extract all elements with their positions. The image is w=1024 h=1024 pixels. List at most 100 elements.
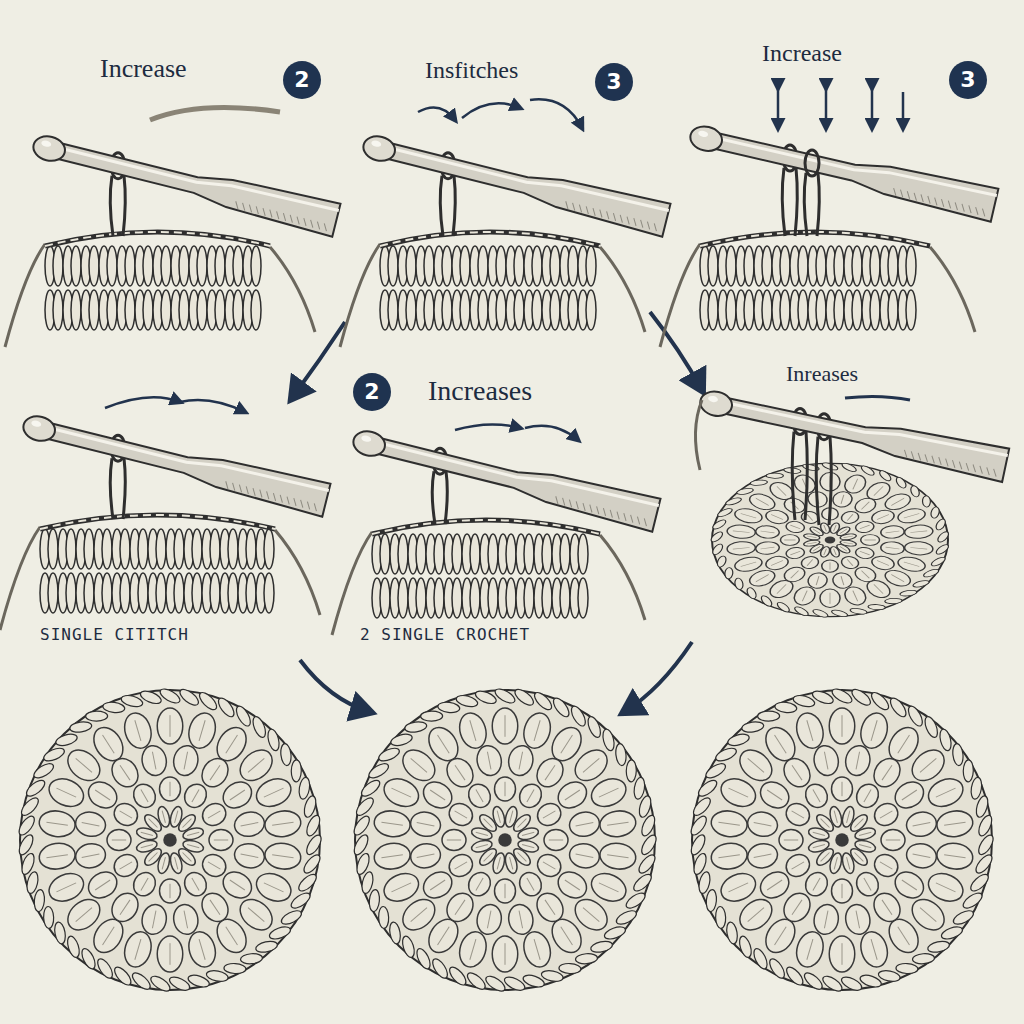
braid-edge	[727, 732, 751, 748]
stitch-loop	[406, 246, 416, 286]
braid-edge	[32, 761, 56, 781]
handle-texture	[958, 462, 963, 470]
petal-texture	[170, 782, 171, 796]
petal-stitch	[832, 777, 853, 801]
stitch-loop	[210, 573, 220, 613]
stitch-loop	[388, 246, 398, 286]
petal-texture	[859, 832, 871, 835]
petal-stitch	[373, 841, 412, 871]
small-arrow	[777, 88, 780, 128]
petal-body	[263, 841, 302, 871]
stitch-loop	[762, 246, 772, 286]
braid-edge	[820, 973, 844, 994]
braid-edge	[759, 595, 774, 607]
petal-stitch	[168, 852, 184, 875]
petal-body	[731, 554, 765, 574]
stitch-loop	[478, 246, 488, 286]
petal-stitch	[807, 838, 830, 854]
petal-body	[492, 708, 518, 744]
petal-stitch	[871, 799, 902, 829]
stitch-loop	[89, 246, 99, 286]
stitch-loop	[179, 290, 189, 330]
petal-texture	[847, 811, 850, 823]
braid-edge	[19, 795, 41, 818]
stitch-loop	[66, 573, 76, 613]
petal-texture	[411, 908, 427, 922]
petal-body	[829, 936, 855, 972]
petal-texture	[545, 900, 555, 915]
callout-number: 2	[294, 69, 309, 91]
petal-body	[409, 810, 443, 839]
petal-texture	[859, 845, 871, 848]
braid-edge	[868, 604, 886, 610]
step-heading: Insfitches	[425, 57, 518, 83]
stitch-loop	[174, 529, 184, 569]
petal-texture	[505, 884, 506, 898]
stitch-loop	[578, 578, 588, 618]
handle-texture	[910, 451, 915, 459]
handle-texture	[639, 220, 645, 228]
petal-texture	[438, 927, 450, 945]
round-center	[163, 833, 177, 847]
petal-texture	[920, 908, 936, 922]
hook-shaft	[381, 134, 671, 237]
hook-shaft	[718, 388, 1009, 482]
petal-texture	[170, 884, 171, 898]
loop-strand	[110, 458, 125, 519]
stitch-loop	[174, 573, 184, 613]
petal-texture	[455, 811, 467, 818]
petal-texture	[241, 822, 259, 826]
petal-body	[520, 710, 555, 752]
petal-texture	[381, 855, 402, 858]
stitch-loop	[488, 534, 498, 574]
crochet-round	[351, 686, 659, 994]
petal-texture	[565, 790, 580, 800]
petal-body	[831, 491, 854, 508]
braid-edge	[102, 701, 125, 714]
hook-highlight	[392, 142, 669, 217]
petal-texture	[802, 591, 807, 602]
hook-head	[688, 123, 725, 154]
petal-stitch	[854, 826, 877, 842]
petal-texture	[381, 822, 402, 825]
petal-body	[793, 710, 828, 752]
braid-edge	[615, 743, 627, 766]
braid-edge	[784, 964, 806, 987]
braid-edge	[767, 957, 787, 981]
petal-texture	[183, 819, 192, 828]
braid-edge	[691, 795, 713, 818]
petal-texture	[192, 878, 199, 890]
handle-texture	[960, 204, 965, 212]
petal-texture	[864, 790, 871, 802]
handle-texture	[309, 220, 315, 228]
petal-body	[74, 841, 108, 870]
petal-body	[710, 809, 749, 839]
petal-texture	[754, 854, 772, 858]
braid-edge	[266, 728, 281, 752]
petal-texture	[607, 855, 628, 858]
round-base	[355, 690, 655, 990]
petal-body	[380, 868, 423, 906]
petal-texture	[864, 540, 875, 541]
petal-texture	[210, 765, 220, 780]
petal-body	[793, 929, 828, 971]
handle-texture	[279, 495, 285, 503]
braid-edge	[79, 947, 98, 971]
braid-edge	[802, 970, 825, 992]
petal-texture	[82, 854, 100, 858]
braid-edge	[512, 687, 536, 708]
petal-body	[820, 589, 840, 607]
stitch-loop	[416, 534, 426, 574]
petal-texture	[816, 576, 819, 585]
petal-texture	[861, 502, 869, 510]
loop-ring	[805, 150, 819, 176]
stitch-loop	[708, 290, 718, 330]
petal-body	[185, 929, 220, 971]
braid-edge	[474, 688, 498, 706]
petal-stitch	[828, 805, 844, 828]
petal-texture	[813, 878, 820, 890]
hook-shine	[31, 420, 42, 428]
braid-edge	[877, 969, 900, 983]
stitch-loop	[906, 246, 916, 286]
petal-texture	[264, 788, 284, 797]
